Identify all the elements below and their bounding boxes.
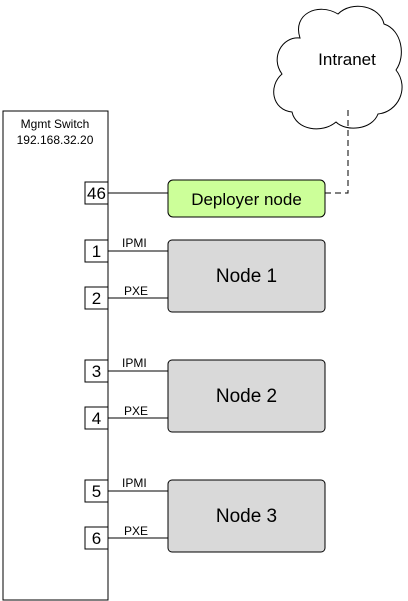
node-3 — [167, 479, 326, 553]
node1-pxe-label: PXE — [124, 284, 148, 298]
port-3-label: 3 — [92, 362, 101, 381]
node-3-label: Node 3 — [216, 506, 277, 527]
node3-ipmi-label: IPMI — [122, 476, 147, 490]
deployer-node — [167, 179, 326, 218]
port-5-label: 5 — [92, 482, 101, 501]
switch-name: Mgmt Switch — [21, 117, 90, 131]
intranet-link — [325, 110, 349, 194]
intranet-label: Intranet — [318, 50, 376, 69]
port-6-label: 6 — [92, 529, 101, 548]
port-4-label: 4 — [92, 409, 101, 428]
port-46-label: 46 — [87, 184, 106, 203]
port-2-label: 2 — [92, 289, 101, 308]
port-1-label: 1 — [92, 242, 101, 261]
node3-pxe-label: PXE — [124, 524, 148, 538]
switch-ip: 192.168.32.20 — [17, 133, 94, 147]
node-1 — [167, 239, 326, 313]
node-2-label: Node 2 — [216, 386, 277, 407]
node-1-label: Node 1 — [216, 266, 277, 287]
node1-ipmi-label: IPMI — [122, 236, 147, 250]
node2-ipmi-label: IPMI — [122, 356, 147, 370]
node-2 — [167, 359, 326, 433]
intranet-cloud — [273, 5, 403, 130]
deployer-label: Deployer node — [191, 190, 302, 209]
node2-pxe-label: PXE — [124, 404, 148, 418]
